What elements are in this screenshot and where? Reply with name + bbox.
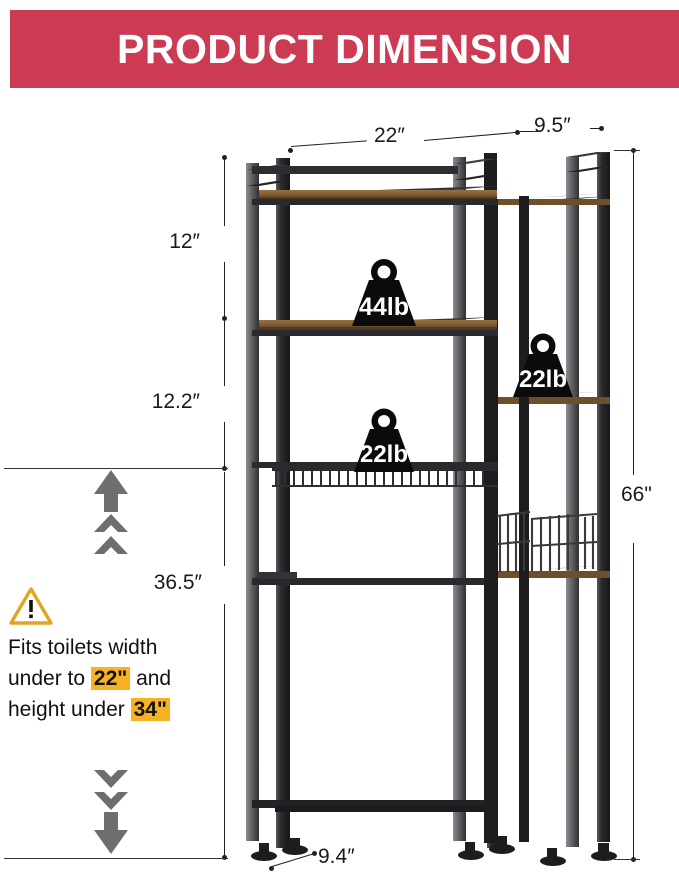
weight-badge-label: 22lb (519, 366, 567, 393)
dim-line-12b (224, 262, 225, 318)
warning-text: Fits toilets width under to 22" and heig… (8, 632, 218, 725)
up-arrow-indicator (88, 468, 134, 571)
witness-line-clearance-bottom (4, 858, 228, 859)
down-arrow-indicator (88, 762, 134, 861)
dim-dot-94-right (312, 851, 317, 856)
witness-line-clearance-top (4, 468, 228, 469)
toilet-fit-warning: Fits toilets width under to 22" and heig… (8, 586, 218, 725)
leveling-feet (251, 836, 617, 866)
dim-dot-left-mid1 (222, 316, 227, 321)
page-title: PRODUCT DIMENSION (117, 25, 572, 72)
dim-label-gap-top: 12″ (169, 230, 200, 253)
weight-badge-side-shelf: 22lb (497, 333, 589, 399)
dim-dot-left-bottom (222, 855, 227, 860)
dim-dot-left-top (222, 155, 227, 160)
warning-line-3: height under 34" (8, 694, 218, 725)
dim-line-365b (224, 604, 225, 858)
dim-line-12 (224, 158, 225, 226)
dim-line-66-upper (633, 151, 634, 475)
dim-label-top-depth: 9.5″ (534, 114, 571, 137)
weight-badge-top-shelf: 44lb (336, 258, 432, 328)
warning-height-highlight: 34" (130, 698, 170, 721)
warning-line-2: under to 22" and (8, 663, 218, 694)
dim-line-95b (590, 128, 602, 129)
dim-line-122 (224, 321, 225, 386)
dim-line-95a (520, 131, 538, 132)
warning-width-highlight: 22" (90, 667, 131, 690)
witness-line-66-bottom (614, 859, 640, 860)
dim-dot-94-left (269, 866, 274, 871)
dim-label-clearance: 36.5″ (153, 571, 202, 594)
wire-basket-group (487, 510, 598, 572)
warning-line-1: Fits toilets width (8, 636, 158, 659)
weight-badge-label: 44lb (359, 293, 409, 321)
warning-triangle-icon (9, 587, 53, 625)
dim-dot-22-left (288, 148, 293, 153)
dim-label-gap-mid: 12.2″ (151, 390, 200, 413)
weight-badge-mid-shelf: 22lb (338, 408, 430, 474)
warning-line-3-prefix: height under (8, 698, 131, 721)
dim-line-22 (290, 140, 367, 147)
dim-label-base-depth: 9.4″ (318, 845, 355, 868)
dim-line-66-lower (633, 543, 634, 859)
dim-label-total-height: 66" (621, 483, 652, 506)
dim-dot-22-right (515, 130, 520, 135)
dim-dot-95-right (599, 126, 604, 131)
header-banner: PRODUCT DIMENSION (10, 10, 679, 88)
side-tower-group (486, 152, 610, 848)
weight-badge-label: 22lb (360, 441, 408, 468)
dim-line-122b (224, 422, 225, 468)
warning-line-2-suffix: and (130, 667, 172, 690)
dim-line-94 (271, 853, 315, 867)
warning-line-2-prefix: under to (8, 667, 91, 690)
dim-line-365 (224, 472, 225, 566)
witness-line-66-top (614, 150, 640, 151)
dim-label-top-width: 22″ (374, 124, 405, 147)
dim-line-22b (423, 131, 518, 141)
